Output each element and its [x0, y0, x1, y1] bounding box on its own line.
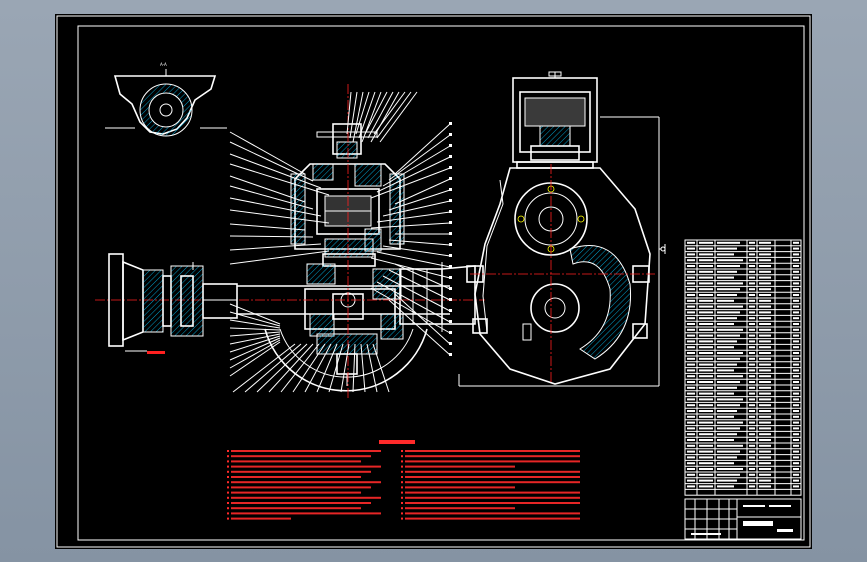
svg-text:A-A: A-A [160, 62, 167, 67]
technical-notes [227, 440, 580, 520]
main-section-view [95, 84, 485, 399]
title-block [684, 498, 802, 540]
outer-frame [56, 15, 811, 548]
parts-list-table [684, 239, 802, 496]
cad-viewport[interactable]: A-A [55, 14, 812, 549]
leader-lines [229, 91, 452, 393]
left-coupling-view [108, 253, 238, 354]
assembly-drawing: A-A [56, 15, 811, 548]
inner-frame [77, 25, 805, 541]
section-view-bracket: A-A [105, 62, 227, 137]
side-view-housing [458, 71, 666, 387]
